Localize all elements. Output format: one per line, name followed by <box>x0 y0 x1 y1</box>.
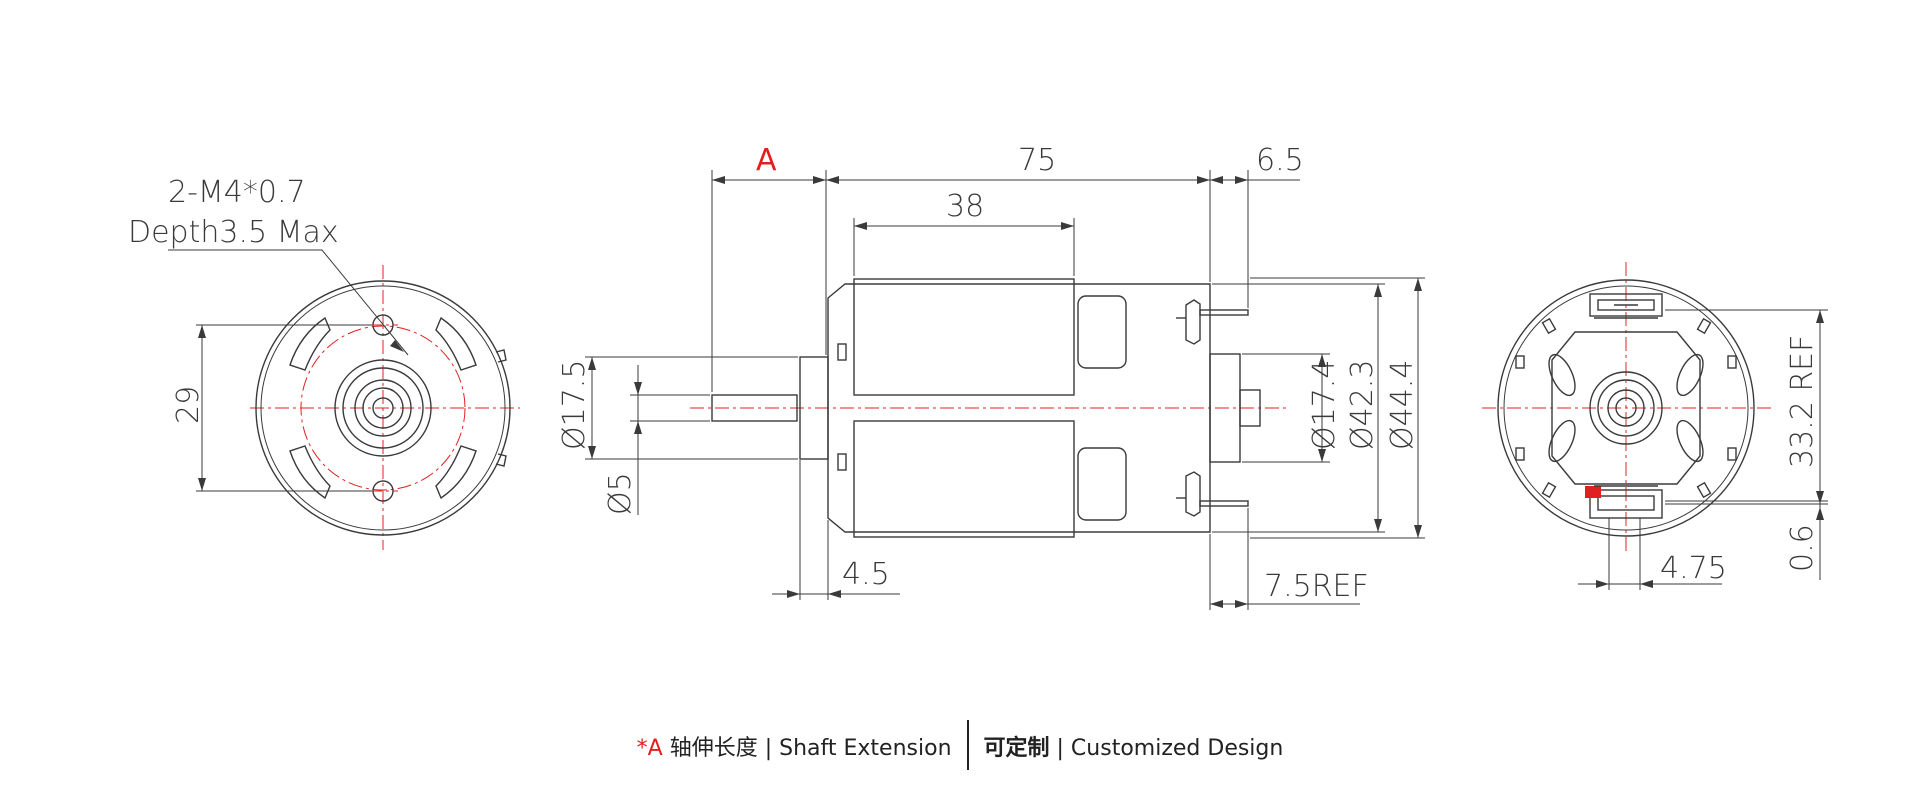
body-diameter-label: Ø42.3 <box>1345 360 1380 450</box>
shaft-extension-en: | Shaft Extension <box>764 736 952 761</box>
rear-boss-diameter-label: Ø17.4 <box>1307 360 1342 450</box>
magnet-length-label: 38 <box>946 189 984 224</box>
caption-divider <box>966 720 969 770</box>
custom-design-en: | Customized Design <box>1056 736 1284 761</box>
terminal-width-label: 4.75 <box>1660 551 1727 586</box>
terminal-thickness-label: 0.6 <box>1785 524 1820 572</box>
thread-label-line1: 2-M4*0.7 <box>168 175 306 210</box>
terminal-length-label: 7.5REF <box>1264 569 1369 604</box>
side-view <box>585 170 1425 610</box>
thread-label-line2: Depth3.5 Max <box>128 215 339 250</box>
front-view <box>168 249 520 550</box>
legend-caption: *A 轴伸长度 | Shaft Extension 可定制 | Customiz… <box>0 720 1920 774</box>
hole-spacing-label: 29 <box>171 386 206 424</box>
custom-design-cn: 可定制 <box>983 736 1050 761</box>
shaft-diameter-label: Ø5 <box>603 472 638 515</box>
terminal-spacing-label: 33.2 REF <box>1785 335 1820 468</box>
shaft-extension-cn: 轴伸长度 <box>669 736 758 761</box>
rear-length-label: 6.5 <box>1256 143 1304 178</box>
body-length-label: 75 <box>1018 143 1056 178</box>
shaft-marker: *A <box>636 736 663 761</box>
polarity-marker <box>1585 486 1601 498</box>
boss-diameter-label: Ø17.5 <box>557 360 592 450</box>
boss-length-label: 4.5 <box>842 557 890 592</box>
can-diameter-label: Ø44.4 <box>1385 360 1420 450</box>
rear-view <box>1482 262 1828 590</box>
shaft-extension-label: A <box>756 143 777 178</box>
